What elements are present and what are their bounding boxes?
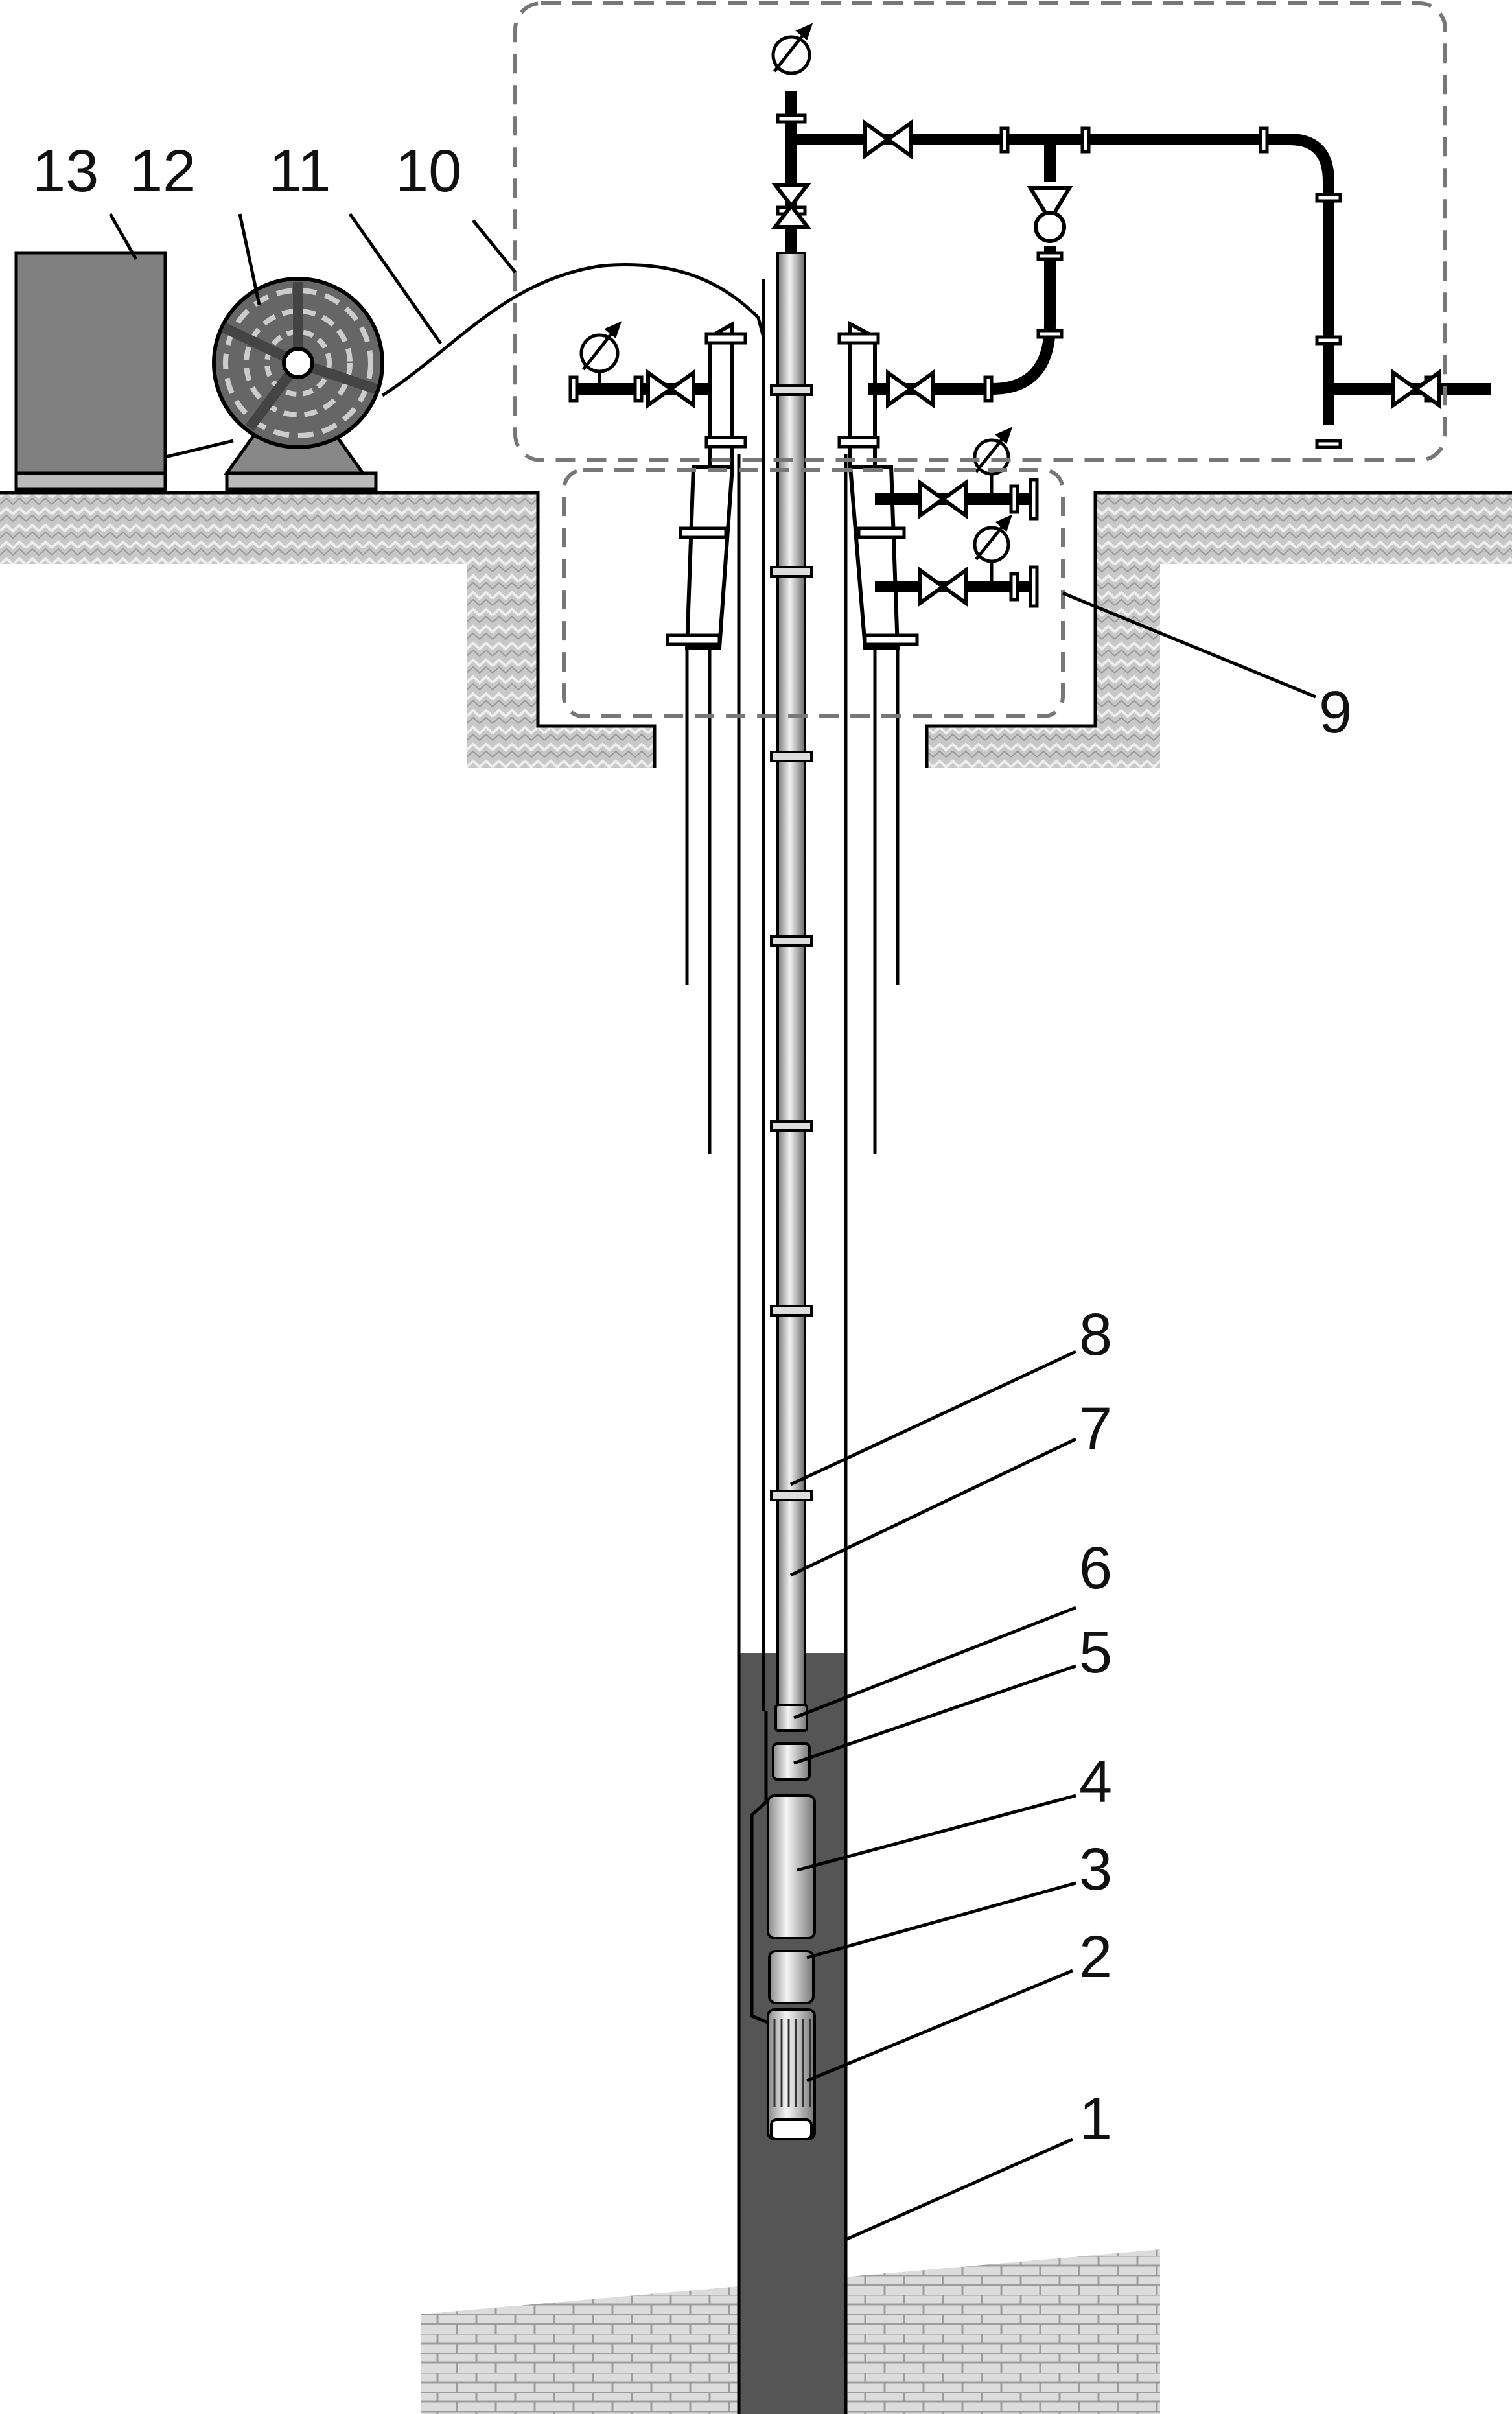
power-cable (381, 263, 765, 397)
tubing-string (762, 252, 813, 1711)
label-1: 1 (1079, 2086, 1112, 2152)
pressure-gauge-icon (579, 23, 1013, 587)
label-8: 8 (1079, 1302, 1112, 1368)
label-5: 5 (1079, 1619, 1112, 1685)
esp-unit (750, 1704, 816, 2140)
gate-valve-icon (646, 119, 1441, 607)
tubing-couplings (770, 384, 813, 1501)
leader-lines (108, 213, 1316, 2242)
label-7: 7 (1079, 1396, 1112, 1462)
label-12: 12 (130, 138, 196, 204)
label-6: 6 (1079, 1535, 1112, 1601)
label-9: 9 (1319, 679, 1352, 745)
ground-surface (0, 491, 1512, 768)
label-13: 13 (32, 138, 99, 204)
pump-head (772, 1742, 811, 1781)
label-11: 11 (269, 138, 331, 204)
label-4: 4 (1079, 1749, 1112, 1815)
label-3: 3 (1079, 1836, 1112, 1903)
check-valve-icon (1027, 186, 1073, 243)
cable-drum-icon (165, 277, 384, 491)
protector-section (768, 1950, 815, 2004)
check-valve-section (774, 1704, 808, 1732)
wellhead (666, 320, 919, 650)
wellhead-boundary (513, 1, 1447, 718)
label-10: 10 (395, 138, 461, 204)
control-cabinet-icon (14, 251, 167, 491)
label-2: 2 (1079, 1924, 1112, 1990)
label-group: 1 2 3 4 5 6 7 8 9 10 11 12 13 (32, 138, 1352, 2152)
